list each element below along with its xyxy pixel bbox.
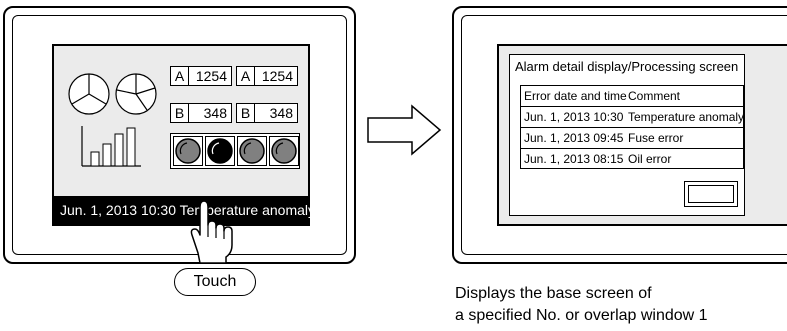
close-button-inner bbox=[688, 185, 734, 203]
numeric-display: A 1254 bbox=[170, 66, 232, 86]
main-screen: A 1254 A 1254 B 348 B 348 bbox=[52, 44, 315, 226]
numeric-display-value: 1254 bbox=[261, 68, 293, 84]
touch-label-text: Touch bbox=[193, 273, 237, 290]
numeric-display-label: A bbox=[171, 67, 189, 85]
alarm-comment: Temperature anomaly bbox=[628, 110, 745, 124]
lamp-on-icon bbox=[205, 136, 235, 166]
overlap-screen: Alarm detail display/Processing screen E… bbox=[497, 44, 787, 226]
alarm-table: Error date and time Comment Jun. 1, 2013… bbox=[520, 85, 744, 169]
numeric-display-value: 348 bbox=[269, 105, 293, 121]
caption-line-2: a specified No. or overlap window 1 bbox=[455, 307, 708, 324]
numeric-display: B 348 bbox=[170, 103, 232, 123]
window-title: Alarm detail display/Processing screen bbox=[515, 59, 739, 74]
alarm-date: Jun. 1, 2013 09:45 bbox=[524, 131, 624, 145]
numeric-display-label: A bbox=[237, 67, 255, 85]
lamp-off-icon bbox=[269, 136, 299, 166]
alarm-date: Jun. 1, 2013 10:30 bbox=[524, 110, 624, 124]
touch-label: Touch bbox=[174, 268, 256, 296]
alarm-status-bar[interactable]: Jun. 1, 2013 10:30 Temperature anomaly bbox=[54, 196, 315, 224]
alarm-date: Jun. 1, 2013 08:15 bbox=[524, 152, 624, 166]
table-row[interactable]: Jun. 1, 2013 10:30 Temperature anomaly bbox=[521, 107, 745, 128]
lamp-off-icon bbox=[237, 136, 267, 166]
numeric-display: B 348 bbox=[236, 103, 298, 123]
right-arrow-icon bbox=[367, 104, 442, 156]
alarm-status-text: Jun. 1, 2013 10:30 Temperature anomaly bbox=[60, 202, 316, 218]
lamp-panel bbox=[170, 133, 300, 169]
numeric-display-value: 1254 bbox=[195, 68, 227, 84]
pie-chart-icon bbox=[115, 73, 157, 115]
bar-graph-icon bbox=[81, 126, 141, 167]
numeric-display-label: B bbox=[237, 104, 255, 122]
caption-line-1: Displays the base screen of bbox=[455, 285, 652, 302]
close-button[interactable] bbox=[684, 181, 738, 207]
table-header: Error date and time Comment bbox=[521, 86, 743, 107]
numeric-display-label: B bbox=[171, 104, 189, 122]
hand-pointer-icon bbox=[190, 200, 233, 264]
alarm-comment: Fuse error bbox=[628, 131, 684, 145]
caption: Displays the base screen of a specified … bbox=[455, 283, 708, 327]
numeric-display-value: 348 bbox=[203, 105, 227, 121]
numeric-display: A 1254 bbox=[236, 66, 298, 86]
pie-chart-icon bbox=[68, 73, 110, 115]
table-row[interactable]: Jun. 1, 2013 09:45 Fuse error bbox=[521, 128, 743, 149]
lamp-off-icon bbox=[173, 136, 203, 166]
alarm-detail-window: Alarm detail display/Processing screen E… bbox=[509, 54, 745, 216]
column-header-date: Error date and time bbox=[524, 89, 627, 103]
column-header-comment: Comment bbox=[628, 89, 681, 103]
table-row[interactable]: Jun. 1, 2013 08:15 Oil error bbox=[521, 149, 743, 170]
alarm-comment: Oil error bbox=[628, 152, 672, 166]
